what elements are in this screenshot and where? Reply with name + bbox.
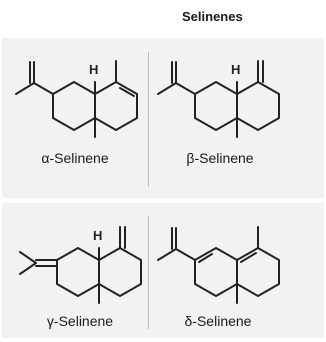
delta-selinene-label: δ-Selinene — [184, 313, 252, 329]
alpha-selinene-structure: H — [15, 60, 138, 138]
top-divider — [148, 52, 149, 187]
gamma-ring-left — [56, 247, 100, 297]
gamma-h-label: H — [93, 228, 102, 243]
delta-ring-right — [236, 247, 280, 297]
alpha-ring-double-bond — [119, 87, 135, 97]
delta-selinene-structure — [157, 226, 280, 304]
alpha-h-label: H — [89, 62, 98, 77]
beta-selinene-label: β-Selinene — [186, 150, 254, 166]
top-panel — [2, 38, 324, 198]
gamma-isopropylidene — [19, 251, 58, 275]
figure-title: Selinenes — [182, 9, 243, 24]
beta-selinene-structure: H — [157, 60, 280, 138]
beta-exo-methylene — [257, 60, 264, 83]
beta-ring-left — [194, 81, 238, 131]
bottom-panel — [2, 203, 324, 338]
delta-fused-double-bond — [240, 252, 257, 263]
delta-left-double-bond — [198, 253, 213, 263]
alpha-ring-left — [52, 81, 96, 131]
beta-h-label: H — [231, 62, 240, 77]
gamma-exo-methylene — [119, 226, 126, 249]
beta-ring-right — [236, 81, 280, 131]
alpha-isopropenyl — [15, 61, 54, 95]
gamma-ring-right — [98, 247, 142, 297]
alpha-ring-right — [94, 81, 138, 131]
beta-isopropenyl — [157, 61, 196, 95]
gamma-selinene-label: γ-Selinene — [46, 313, 114, 329]
gamma-selinene-structure: H — [19, 226, 142, 304]
bottom-divider — [148, 216, 149, 329]
delta-isopropenyl — [157, 227, 196, 261]
delta-ring-left — [194, 247, 238, 297]
alpha-selinene-label: α-Selinene — [41, 150, 109, 166]
